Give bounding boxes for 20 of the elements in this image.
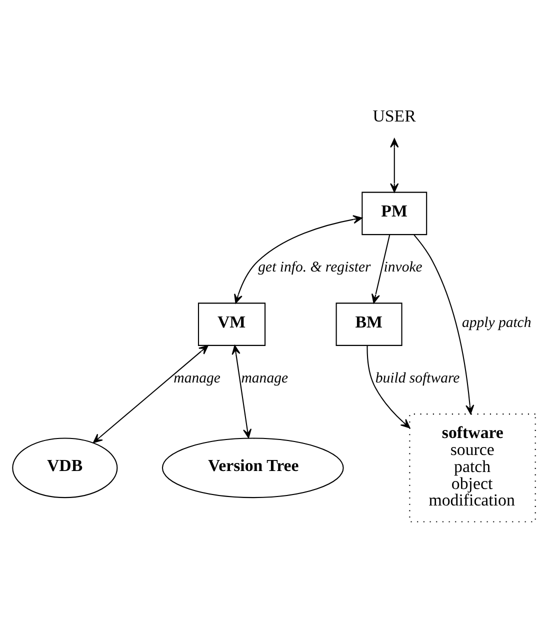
node-ellipse: Version Tree xyxy=(162,438,344,498)
node-text: USER xyxy=(372,106,416,126)
edge-label: build software xyxy=(375,370,460,387)
node-box: VM xyxy=(198,302,266,346)
arrow xyxy=(414,234,474,414)
node-box: PM xyxy=(362,192,428,236)
node-box: software source patch object modification xyxy=(409,414,536,522)
node-box: BM xyxy=(336,302,402,346)
arrow xyxy=(390,138,399,193)
arrow xyxy=(234,215,362,304)
edge-label: get info. & register xyxy=(258,260,371,276)
node-ellipse: VDB xyxy=(12,438,118,498)
arrow xyxy=(93,345,208,444)
arrow xyxy=(371,234,390,304)
edge-label: invoke xyxy=(384,260,422,276)
arrow xyxy=(232,345,252,438)
arrow xyxy=(366,346,410,428)
edge-label: manage xyxy=(241,370,288,387)
edge-label: manage xyxy=(174,370,220,387)
edge-label: apply patch xyxy=(462,315,532,332)
